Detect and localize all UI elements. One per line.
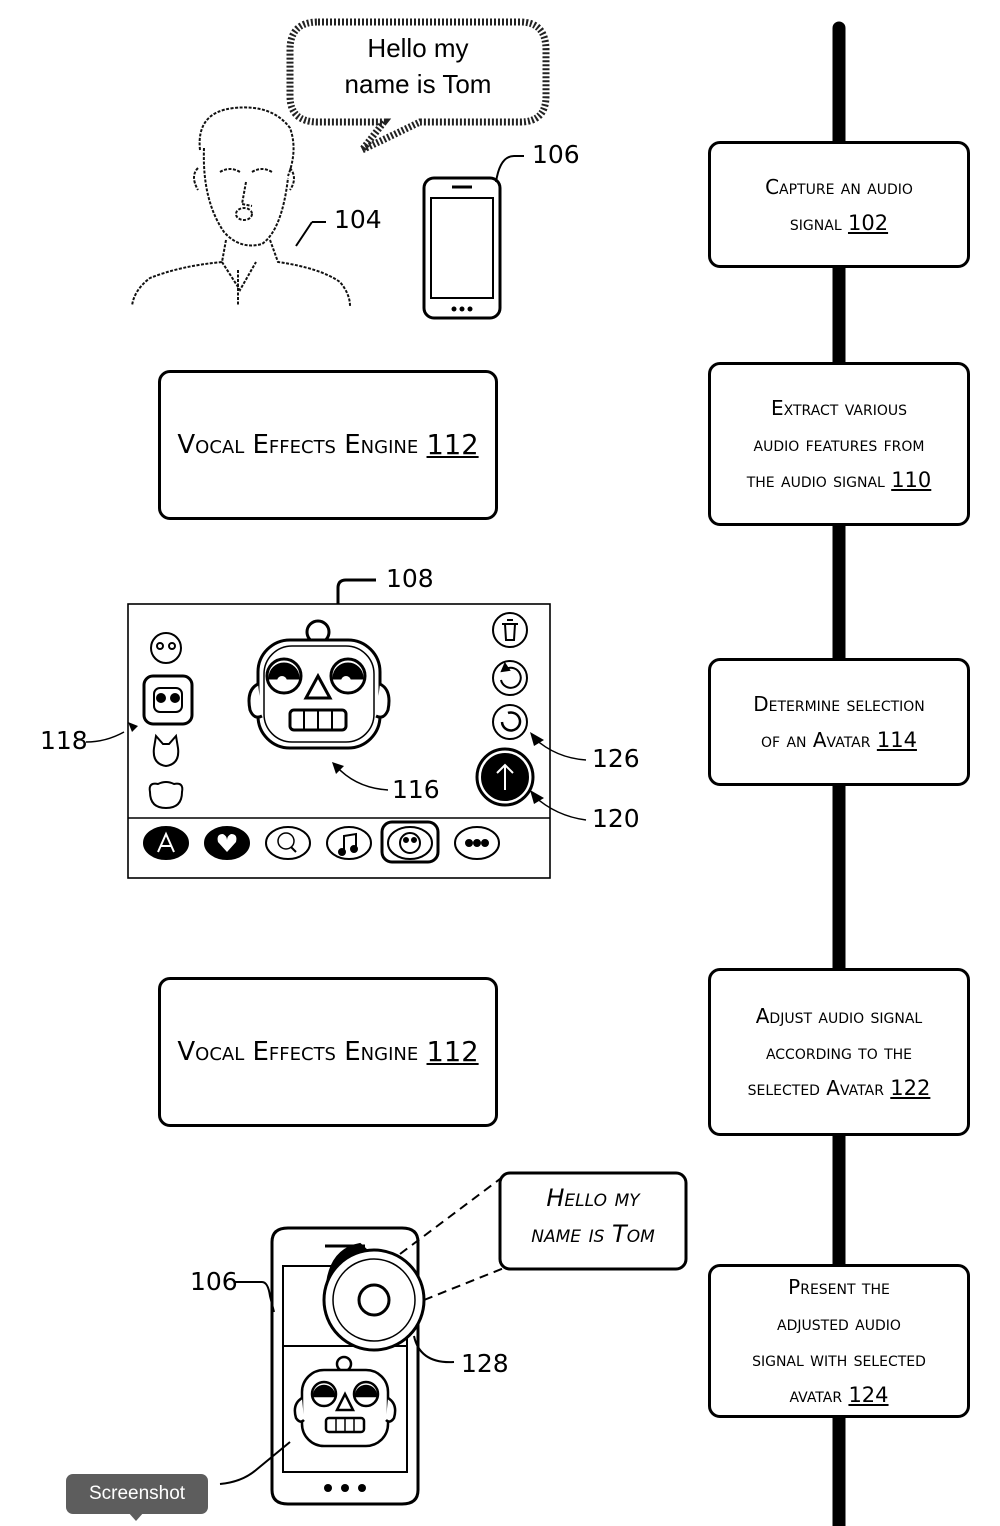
step-line: signal 102 xyxy=(765,205,913,241)
robot-avatar-icon xyxy=(153,687,183,713)
step-line: the audio signal 110 xyxy=(747,462,932,498)
step-ref: 114 xyxy=(876,728,917,752)
screenshot-tooltip[interactable]: Screenshot xyxy=(66,1474,208,1514)
step-line: Adjust audio signal xyxy=(755,1004,923,1028)
monkey-avatar-icon xyxy=(150,632,182,664)
robot-avatar xyxy=(247,619,391,750)
step-line: audio features from xyxy=(753,432,925,456)
engine-ref: 112 xyxy=(426,1036,479,1068)
step-ref: 122 xyxy=(890,1076,931,1100)
robot-avatar-small xyxy=(293,1355,397,1448)
step-present-audio: Present the adjusted audio signal with s… xyxy=(708,1264,970,1418)
step-text: the audio signal xyxy=(746,468,892,492)
person-illustration xyxy=(131,106,351,307)
label-108: 108 xyxy=(386,564,434,593)
step-text: selected Avatar xyxy=(747,1076,891,1100)
phone-top xyxy=(422,176,502,320)
step-line: of an Avatar 114 xyxy=(753,722,925,758)
step-ref: 110 xyxy=(891,468,932,492)
control-buttons xyxy=(475,612,535,807)
engine-text: Vocal Effects Engine xyxy=(177,430,419,460)
vocal-effects-engine-box: Vocal Effects Engine 112 xyxy=(158,370,498,520)
step-line: Determine selection xyxy=(753,692,925,716)
output-bubble-text: Hello my name is Tom xyxy=(503,1180,683,1252)
step-line: avatar 124 xyxy=(752,1377,926,1413)
label-118: 118 xyxy=(40,726,88,755)
label-126: 126 xyxy=(592,744,640,773)
step-line: adjusted audio xyxy=(777,1311,901,1335)
step-extract-features: Extract various audio features from the … xyxy=(708,362,970,526)
label-116: 116 xyxy=(392,775,440,804)
tooltip-tail xyxy=(128,1512,144,1521)
output-line-1: Hello my xyxy=(546,1184,640,1212)
step-adjust-audio: Adjust audio signal according to the sel… xyxy=(708,968,970,1136)
step-determine-avatar: Determine selection of an Avatar 114 xyxy=(708,658,970,786)
label-120: 120 xyxy=(592,804,640,833)
step-line: according to the xyxy=(765,1040,913,1064)
step-line: Capture an audio xyxy=(765,174,913,199)
label-106-bottom: 106 xyxy=(190,1267,238,1296)
engine-ref: 112 xyxy=(426,429,479,461)
replay-icon xyxy=(492,704,528,740)
step-capture-audio: Capture an audio signal 102 xyxy=(708,141,970,268)
speech-line-1: Hello my xyxy=(367,33,469,63)
label-106-top: 106 xyxy=(532,140,580,169)
globe-search-icon xyxy=(265,826,311,860)
refresh-icon xyxy=(492,660,528,696)
vocal-effects-engine-box-2: Vocal Effects Engine 112 xyxy=(158,977,498,1127)
output-bubble xyxy=(498,1171,688,1271)
step-line: Extract various xyxy=(771,396,907,420)
label-128: 128 xyxy=(461,1349,509,1378)
step-text: avatar xyxy=(789,1383,849,1407)
speech-bubble-text: Hello my name is Tom xyxy=(300,30,536,102)
cat-avatar-icon xyxy=(152,733,180,768)
music-icon xyxy=(326,826,372,860)
dog-avatar-icon xyxy=(148,781,184,810)
leader-104 xyxy=(295,221,313,247)
avatar-list xyxy=(142,632,194,810)
label-104: 104 xyxy=(334,205,382,234)
step-line: selected Avatar 122 xyxy=(748,1070,931,1106)
output-line-2: name is Tom xyxy=(531,1220,655,1248)
engine-text: Vocal Effects Engine xyxy=(177,1037,419,1067)
speech-bubble xyxy=(286,18,550,154)
step-ref: 124 xyxy=(848,1383,889,1407)
speech-line-2: name is Tom xyxy=(344,69,492,99)
app-tray xyxy=(143,820,500,864)
trash-icon xyxy=(492,612,528,648)
app-store-icon xyxy=(143,826,189,860)
step-ref: 102 xyxy=(847,210,889,235)
step-line: Present the xyxy=(788,1275,890,1299)
step-text: of an Avatar xyxy=(761,728,877,752)
animoji-icon xyxy=(387,826,433,860)
step-line: signal with selected xyxy=(752,1347,926,1371)
step-text: signal xyxy=(789,210,848,235)
